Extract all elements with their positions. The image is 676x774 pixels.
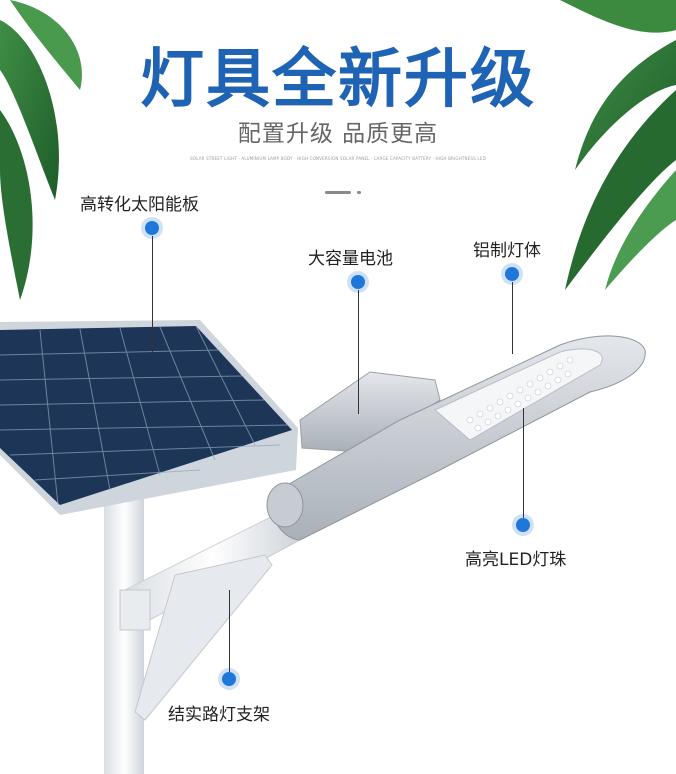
callout-line-led-beads (523, 408, 524, 518)
callout-dot-battery (351, 275, 365, 289)
page-subtitle: 配置升级 品质更高 (237, 121, 439, 147)
callout-line-lamp-body (512, 282, 513, 354)
arm-bracket (119, 509, 301, 721)
callout-line-battery (358, 290, 359, 414)
callout-label-lamp-body: 铝制灯体 (473, 241, 541, 261)
page-title: 灯具全新升级 (140, 43, 536, 117)
fine-print-text: SOLAR STREET LIGHT · ALUMINIUM LAMP BODY… (190, 156, 486, 161)
callout-dot-solar-panel (145, 221, 159, 235)
callout-dot-bracket (222, 672, 236, 686)
lamp-head (266, 335, 646, 541)
callout-line-solar-panel (152, 236, 153, 354)
callout-label-bracket: 结实路灯支架 (168, 705, 270, 725)
callout-dot-lamp-body (505, 267, 519, 281)
callout-line-bracket (229, 590, 230, 672)
callout-dot-led-beads (516, 518, 530, 532)
leaf-decoration-left (0, 0, 82, 300)
solar-panel (0, 320, 298, 515)
leaf-decoration-right (560, 0, 676, 290)
callout-label-solar-panel: 高转化太阳能板 (80, 195, 199, 215)
divider-dot (357, 191, 361, 194)
callout-label-led-beads: 高亮LED灯珠 (465, 550, 567, 570)
divider-bar (325, 191, 351, 194)
callout-label-battery: 大容量电池 (308, 249, 393, 269)
